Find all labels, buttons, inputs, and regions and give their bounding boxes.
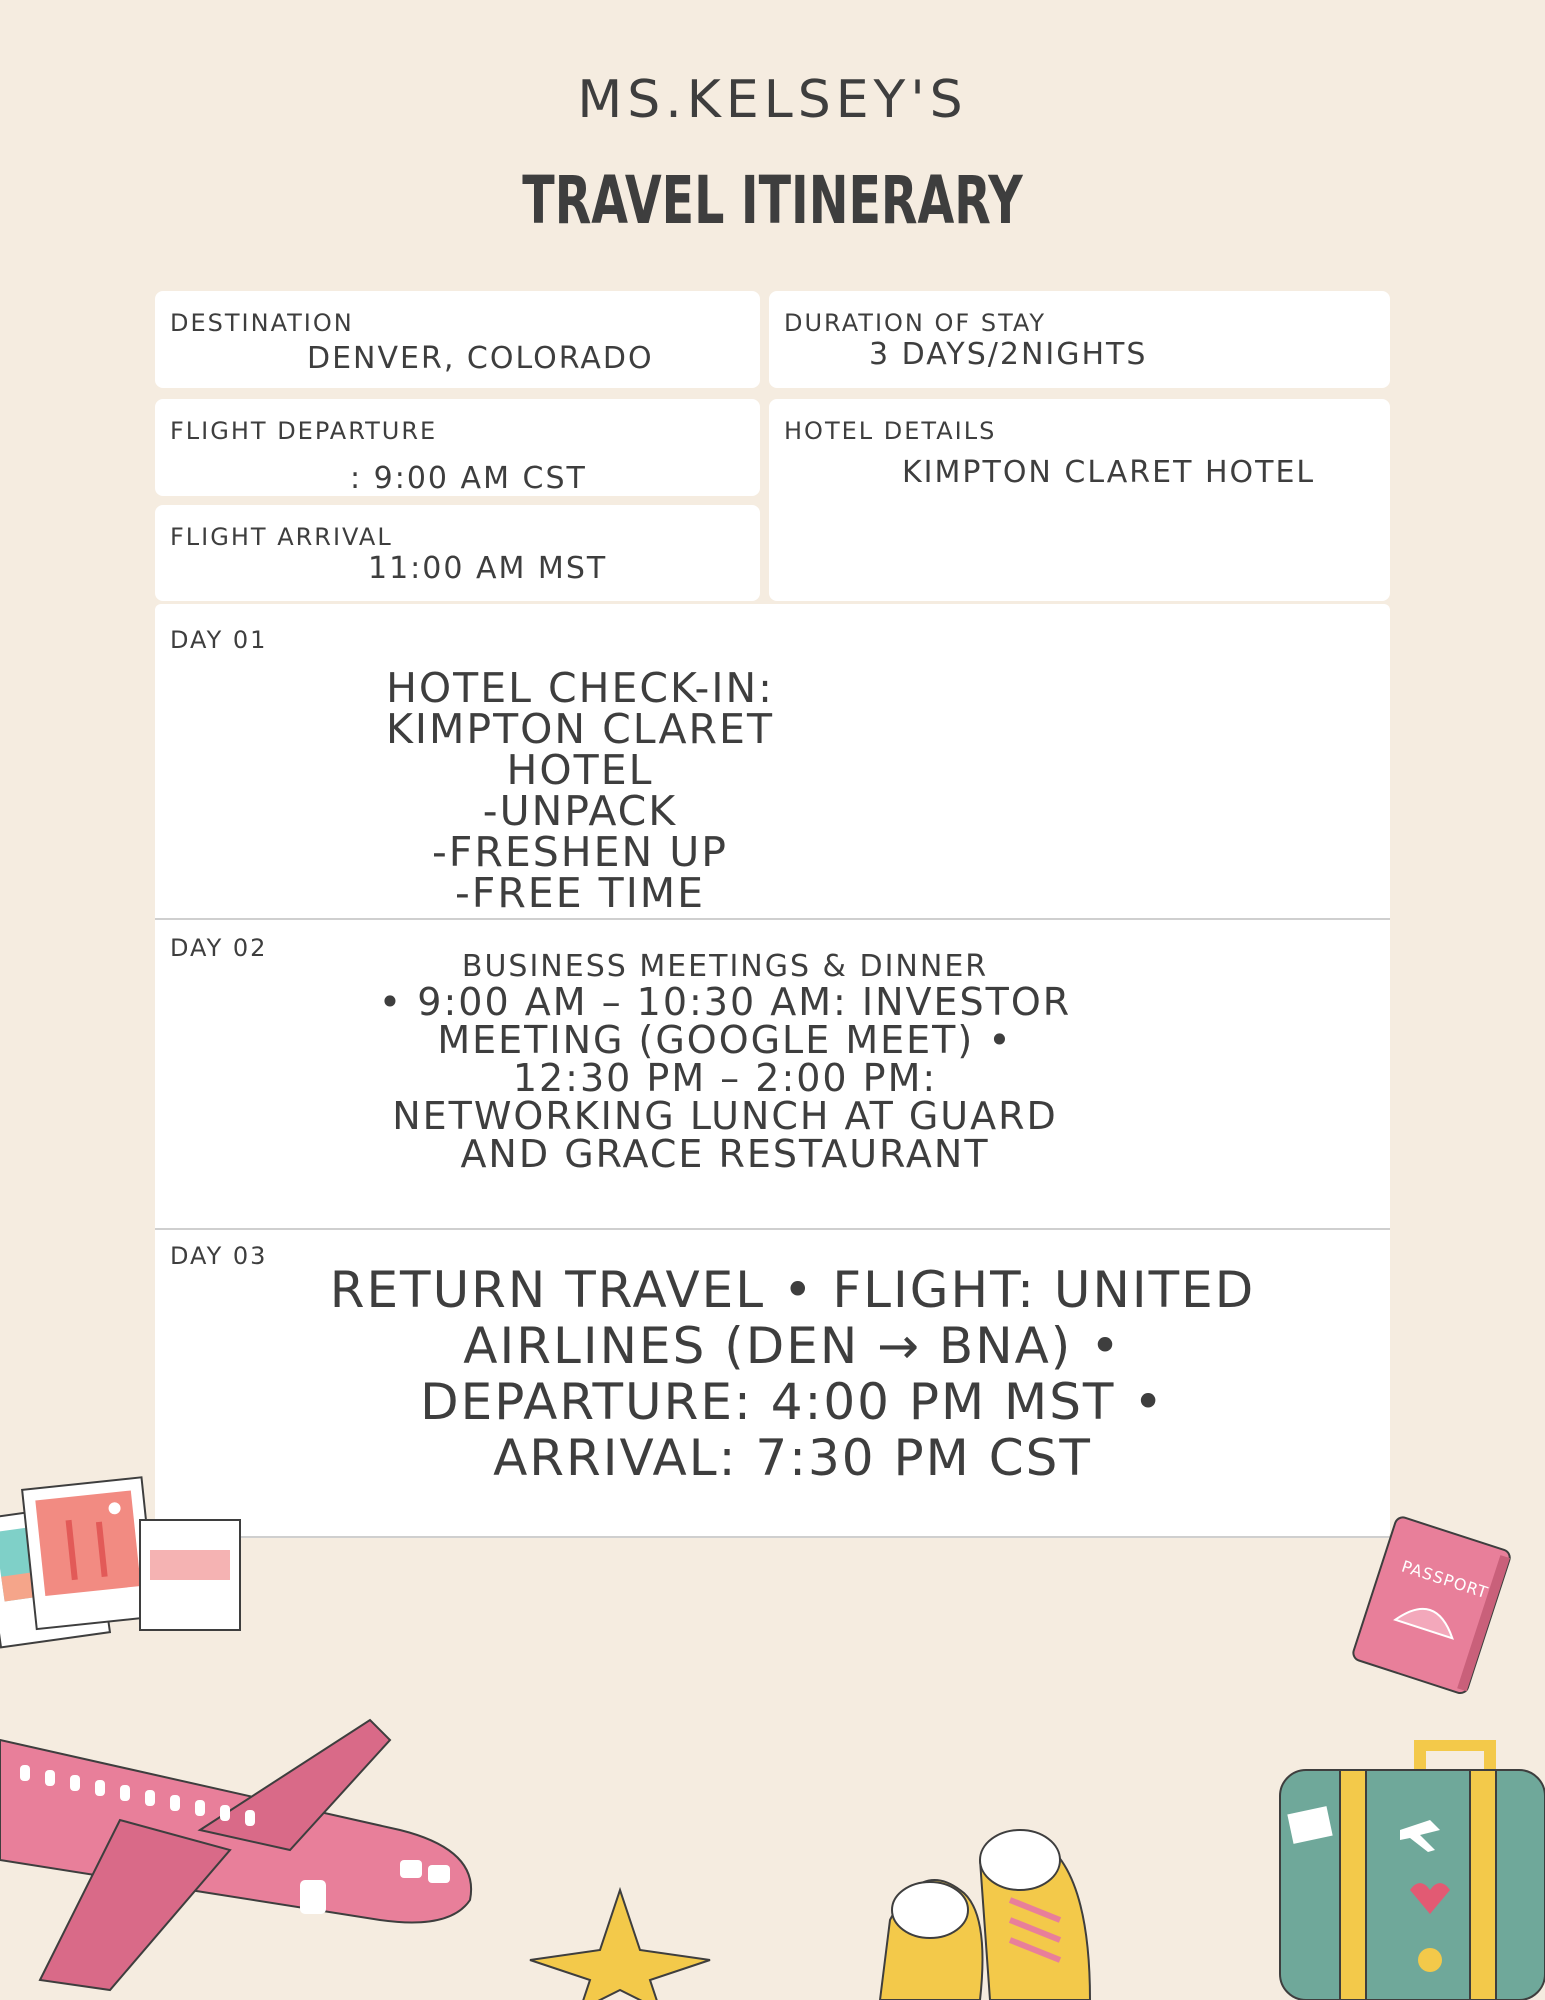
day-separator (155, 1228, 1390, 1230)
day-3-line: DEPARTURE: 4:00 PM MST • (420, 1373, 1165, 1431)
postcard-icon (0, 1476, 241, 1649)
day-2-heading: BUSINESS MEETINGS & DINNER (461, 949, 989, 984)
day-2-line: AND GRACE RESTAURANT (460, 1132, 990, 1176)
departure-label: FLIGHT DEPARTURE (170, 417, 438, 445)
departure-card: FLIGHT DEPARTURE : 9:00 AM CST (155, 399, 760, 496)
day-separator (155, 918, 1390, 920)
day-2-line: NETWORKING LUNCH AT GUARD (392, 1094, 1058, 1138)
day-3-line: RETURN TRAVEL • FLIGHT: UNITED (329, 1261, 1256, 1319)
day-1-line: HOTEL (506, 746, 654, 794)
day-3-text: RETURN TRAVEL • FLIGHT: UNITED AIRLINES … (285, 1262, 1300, 1486)
arrival-label: FLIGHT ARRIVAL (170, 523, 393, 551)
destination-value: DENVER, COLORADO (307, 341, 654, 376)
day-1-text: HOTEL CHECK-IN: KIMPTON CLARET HOTEL -UN… (280, 668, 880, 914)
departure-value: : 9:00 AM CST (350, 461, 587, 496)
arrival-card: FLIGHT ARRIVAL 11:00 AM MST (155, 505, 760, 601)
airplane-icon (0, 1718, 473, 1992)
passport-icon (1352, 1516, 1511, 1695)
owner-title: MS.KELSEY'S (577, 70, 968, 130)
day-1-line: -UNPACK (482, 787, 678, 835)
hotel-label: HOTEL DETAILS (784, 417, 997, 445)
sneakers-icon (878, 1829, 1092, 2000)
page-title: TRAVEL ITINERARY (522, 162, 1023, 239)
duration-card: DURATION OF STAY 3 DAYS/2NIGHTS (769, 291, 1390, 388)
day-1-line: HOTEL CHECK-IN: KIMPTON CLARET (386, 664, 774, 753)
day-1-label: DAY 01 (170, 626, 268, 654)
duration-value: 3 DAYS/2NIGHTS (869, 337, 1148, 372)
hotel-value: KIMPTON CLARET HOTEL (902, 455, 1316, 490)
day-3-line: AIRLINES (DEN → BNA) • (463, 1317, 1122, 1375)
day-2-line: MEETING (GOOGLE MEET) • (437, 1018, 1013, 1062)
day-2-text: BUSINESS MEETINGS & DINNER • 9:00 AM – 1… (375, 950, 1075, 1173)
duration-label: DURATION OF STAY (784, 309, 1047, 337)
hotel-card: HOTEL DETAILS KIMPTON CLARET HOTEL (769, 399, 1390, 601)
starfish-icon (529, 1886, 711, 2000)
day-separator (155, 1536, 1390, 1538)
destination-label: DESTINATION (170, 309, 354, 337)
arrival-value: 11:00 AM MST (368, 551, 608, 586)
day-2-line: 12:30 PM – 2:00 PM: (512, 1056, 938, 1100)
destination-card: DESTINATION DENVER, COLORADO (155, 291, 760, 388)
day-3-line: ARRIVAL: 7:30 PM CST (493, 1429, 1092, 1487)
day-1-line: -FRESHEN UP (432, 828, 728, 876)
day-1-line: -FREE TIME (454, 869, 706, 917)
day-3-label: DAY 03 (170, 1242, 268, 1270)
suitcase-icon (1279, 1740, 1545, 2000)
day-2-line: • 9:00 AM – 10:30 AM: INVESTOR (378, 980, 1072, 1024)
day-2-label: DAY 02 (170, 934, 268, 962)
schedule-card: DAY 01 HOTEL CHECK-IN: KIMPTON CLARET HO… (155, 604, 1390, 1538)
